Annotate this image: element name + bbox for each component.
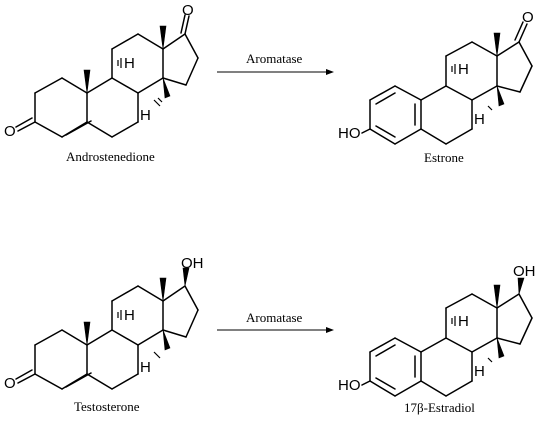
steroid-skeleton <box>15 14 199 138</box>
ring-a-hydroxyl-label: HO <box>338 125 361 142</box>
enzyme-label: Aromatase <box>246 310 303 325</box>
stereo-h-label: H <box>474 111 485 128</box>
ring-a-oxygen-label: O <box>4 375 16 392</box>
stereo-h-label: H <box>458 61 469 78</box>
ring-a-hydroxyl-label: HO <box>338 377 361 394</box>
estradiol-structure <box>361 277 533 397</box>
enzyme-label: Aromatase <box>246 51 303 66</box>
stereo-h-label: H <box>140 107 151 124</box>
product-name: Estrone <box>424 150 464 165</box>
stereo-h-label: H <box>124 55 135 72</box>
reactant-name: Androstenedione <box>66 149 155 164</box>
product-name: 17β-Estradiol <box>404 400 475 415</box>
stereo-h-label: H <box>140 359 151 376</box>
c17-substituent-label: O <box>522 9 534 26</box>
stereo-h-label: H <box>124 307 135 324</box>
c17-substituent-label: O <box>182 2 194 19</box>
ring-a-oxygen-label: O <box>4 123 16 140</box>
reaction-arrow <box>217 69 334 75</box>
reaction-1: O O H H Androstenedione Aromatase <box>4 2 534 165</box>
testosterone-structure <box>15 267 199 390</box>
reaction-arrow <box>217 327 334 333</box>
stereo-h-label: H <box>474 363 485 380</box>
c17-substituent-label: OH <box>181 255 204 272</box>
reactant-name: Testosterone <box>74 399 140 414</box>
estrone-structure <box>361 21 533 145</box>
reaction-2: O OH H H Testosterone Aromatase <box>4 255 536 415</box>
androstenedione-structure: O O H H <box>4 2 199 140</box>
c17-substituent-label: OH <box>513 263 536 280</box>
stereo-h-label: H <box>458 313 469 330</box>
